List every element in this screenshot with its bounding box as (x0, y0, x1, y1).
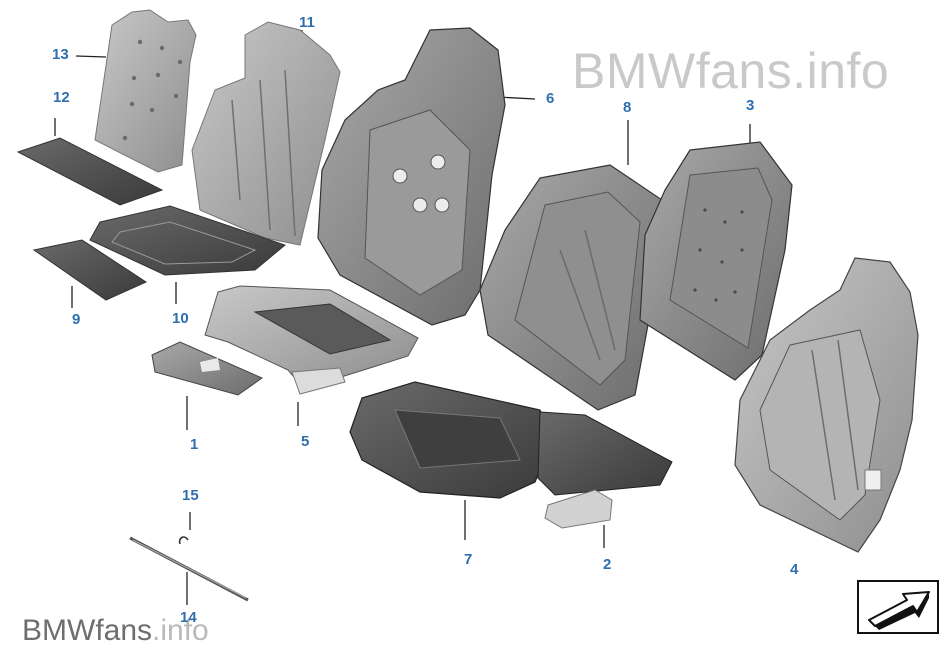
callout-8[interactable]: 8 (623, 99, 632, 116)
callout-4[interactable]: 4 (790, 561, 799, 578)
watermark-bottom-main: BMWfans (22, 614, 153, 647)
part-7-seat-cushion (349, 381, 673, 499)
part-6-backrest-shell (317, 27, 506, 326)
part-2-cushion-front (544, 489, 613, 529)
arrow-icon (868, 591, 930, 630)
watermark-bottom: BMWfans.info (22, 616, 209, 646)
callout-6[interactable]: 6 (546, 90, 555, 107)
callout-2[interactable]: 2 (603, 556, 612, 573)
part-5-seat-base (204, 285, 419, 395)
part-15-clip (178, 536, 189, 545)
callout-15[interactable]: 15 (182, 487, 199, 504)
part-8-backrest-cover (479, 164, 663, 411)
part-3-perforated-cover (639, 141, 793, 381)
part-11-backrest-foam (191, 21, 341, 246)
callout-12[interactable]: 12 (53, 89, 70, 106)
watermark-top: BMWfans.info (572, 43, 890, 99)
part-4-backrest-frame (734, 257, 919, 553)
callout-5[interactable]: 5 (301, 433, 310, 450)
callout-1[interactable]: 1 (190, 436, 199, 453)
leader-lines (54, 30, 751, 605)
callout-14[interactable]: 14 (180, 609, 197, 626)
part-13-backrest-panel (94, 9, 197, 173)
part-10-heating-mat (89, 205, 287, 276)
part-1-block (151, 341, 264, 396)
callout-10[interactable]: 10 (172, 310, 189, 327)
part-14-rod (129, 536, 249, 602)
callout-7[interactable]: 7 (464, 551, 473, 568)
callout-9[interactable]: 9 (72, 311, 81, 328)
watermark-bottom-suffix: .info (152, 614, 209, 647)
part-9-pad (32, 239, 148, 301)
callout-11[interactable]: 11 (299, 14, 315, 31)
callout-3[interactable]: 3 (746, 97, 755, 114)
callout-13[interactable]: 13 (52, 46, 69, 63)
part-12-mat (16, 137, 164, 206)
navigation-arrow-box[interactable] (857, 580, 939, 634)
